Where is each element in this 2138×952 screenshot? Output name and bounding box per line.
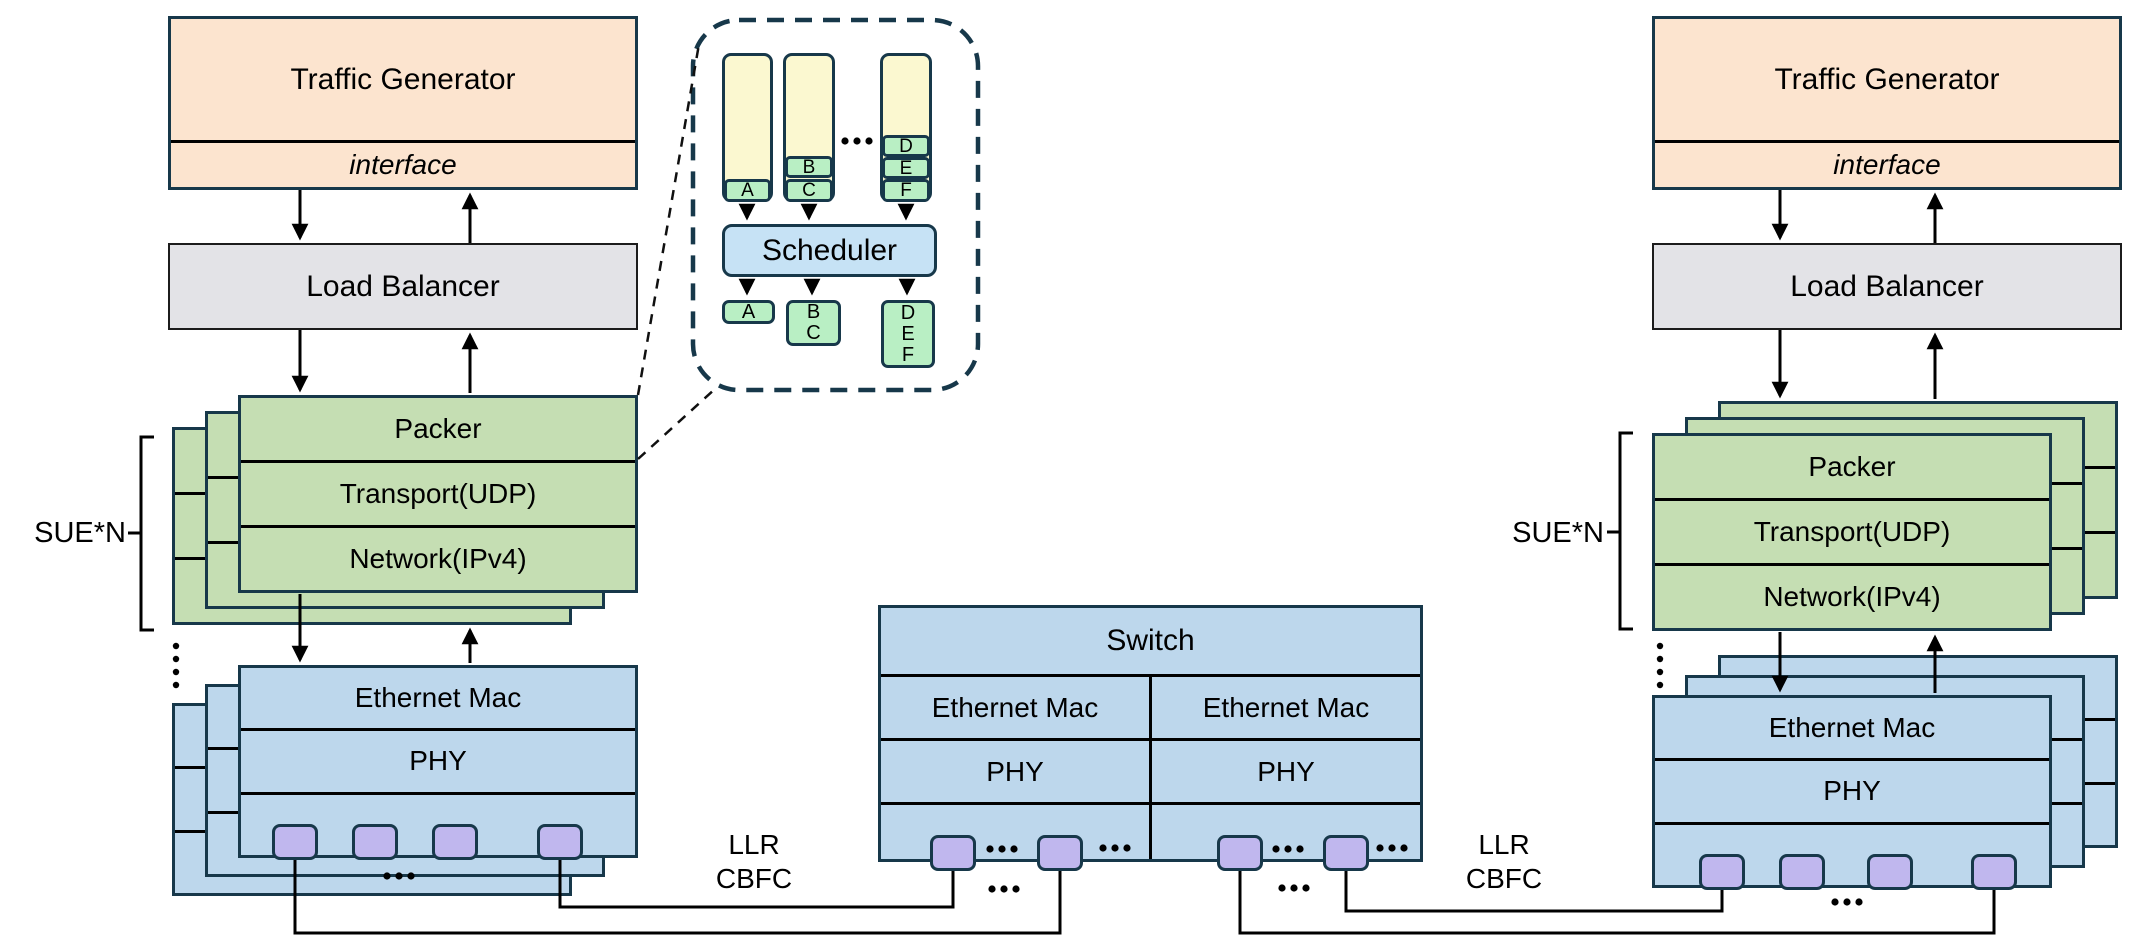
right-traffic-generator-label: Traffic Generator [1774, 62, 2000, 96]
inset-queue2-cell-b: B [785, 156, 833, 178]
right-transport-label: Transport(UDP) [1655, 498, 2049, 563]
left-link-label: LLR CBFC [694, 828, 814, 896]
right-load-balancer-box: Load Balancer [1652, 243, 2122, 330]
right-network-label: Network(IPv4) [1655, 563, 2049, 628]
switch-right-column: Ethernet Mac PHY [1149, 677, 1420, 859]
switch-port-l1 [930, 835, 976, 871]
left-sue-n-label: SUE*N [34, 517, 126, 549]
left-sue-bracket [128, 435, 154, 632]
right-sue-bracket [1607, 431, 1633, 631]
right-host-port-3 [1867, 854, 1913, 890]
inset-queues-ellipsis-icon [841, 137, 873, 145]
inset-queue1-cell-a: A [724, 179, 771, 202]
inset-queue3-cell-f: F [882, 179, 930, 202]
left-phy-label: PHY [241, 728, 635, 791]
right-vertical-ellipsis-icon [1656, 642, 1664, 689]
right-host-ports-ellipsis-icon [1831, 898, 1863, 906]
switch-port-r2 [1323, 835, 1369, 871]
switch-right-phy-label: PHY [1152, 738, 1420, 802]
right-host-port-2 [1779, 854, 1825, 890]
inset-output-def: D E F [881, 300, 935, 368]
right-sue-n-label: SUE*N [1512, 517, 1604, 549]
right-host-port-1 [1699, 854, 1745, 890]
inset-queue2-cell-c: C [785, 179, 833, 202]
switch-port-l2 [1037, 835, 1083, 871]
left-traffic-generator-box: Traffic Generator interface [168, 16, 638, 190]
left-traffic-generator-label: Traffic Generator [290, 62, 516, 96]
right-phy-label: PHY [1655, 758, 2049, 821]
inset-queue3-cell-d: D [882, 135, 930, 157]
switch-left-column: Ethernet Mac PHY [881, 677, 1149, 859]
left-cbfc-label: CBFC [715, 863, 793, 894]
left-host-port-4 [537, 824, 583, 860]
inset-queue3-cell-e: E [882, 157, 930, 179]
switch-box: Switch Ethernet Mac PHY Ethernet Mac PHY [878, 605, 1423, 862]
left-host-port-3 [432, 824, 478, 860]
left-llr-label: LLR [728, 829, 780, 860]
left-host-port-2 [352, 824, 398, 860]
left-packer-label: Packer [394, 413, 482, 444]
inset-output-bc: B C [786, 300, 841, 346]
right-cbfc-label: CBFC [1465, 863, 1543, 894]
right-traffic-generator-box: Traffic Generator interface [1652, 16, 2122, 190]
right-host-port-4 [1971, 854, 2017, 890]
right-packer-label: Packer [1808, 451, 1896, 482]
inset-output-a: A [722, 300, 775, 324]
switch-title: Switch [1106, 624, 1195, 657]
left-sue-stack-box: Packer Transport(UDP) Network(IPv4) [238, 395, 638, 593]
left-host-port-1 [272, 824, 318, 860]
right-load-balancer-label: Load Balancer [1790, 269, 1984, 303]
right-llr-label: LLR [1478, 829, 1530, 860]
inset-scheduler-box: Scheduler [722, 224, 937, 277]
inset-leader-lines [636, 43, 717, 460]
left-transport-label: Transport(UDP) [241, 460, 635, 525]
switch-left-mac-label: Ethernet Mac [931, 691, 1099, 723]
switch-right-mac-label: Ethernet Mac [1202, 691, 1370, 723]
right-ethernet-mac-label: Ethernet Mac [1768, 712, 1936, 744]
right-link-label: LLR CBFC [1444, 828, 1564, 896]
switch-port-r1 [1217, 835, 1263, 871]
right-sue-stack-box: Packer Transport(UDP) Network(IPv4) [1652, 433, 2052, 631]
left-network-label: Network(IPv4) [241, 525, 635, 590]
left-vertical-ellipsis-icon [172, 642, 180, 689]
right-interface-label: interface [1655, 140, 2119, 187]
left-interface-label: interface [171, 140, 635, 187]
left-ethernet-mac-label: Ethernet Mac [354, 682, 522, 714]
left-load-balancer-box: Load Balancer [168, 243, 638, 330]
switch-left-phy-label: PHY [881, 738, 1149, 802]
left-load-balancer-label: Load Balancer [306, 269, 500, 303]
